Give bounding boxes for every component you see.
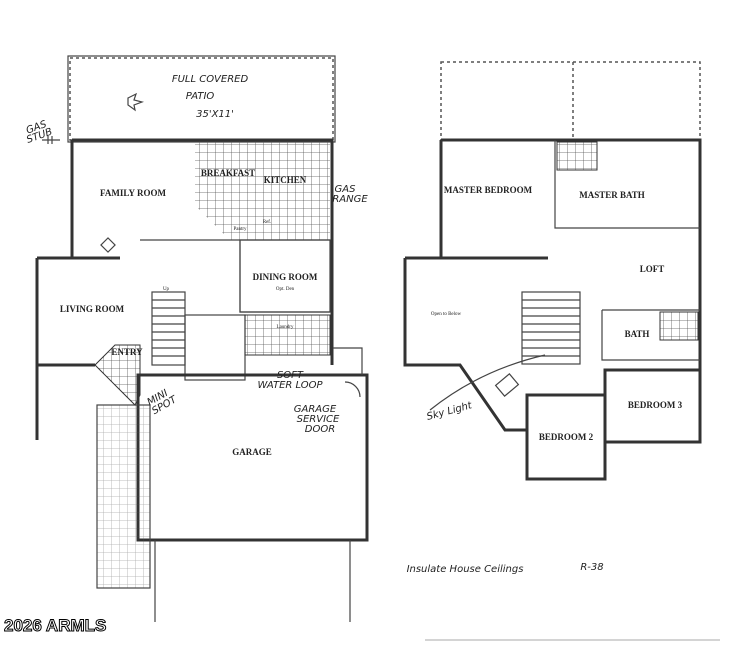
laundry — [244, 314, 331, 356]
laundry-label: Laundry — [277, 325, 294, 330]
driveway — [154, 540, 351, 622]
dining-room-label: DINING ROOM — [253, 272, 318, 282]
open-to-below-label: Open to Below — [431, 312, 462, 317]
soft-water-note-2: WATER LOOP — [257, 380, 323, 391]
insulation-note: Insulate House Ceilings — [407, 564, 524, 575]
family-room-label: FAMILY ROOM — [100, 188, 166, 198]
garage-label: GARAGE — [232, 447, 272, 457]
breakfast-label: BREAKFAST — [201, 168, 255, 178]
upper-deck — [440, 61, 701, 141]
entry-tile — [94, 344, 141, 406]
skylight-note: Sky Light — [426, 400, 475, 423]
master-bedroom-label: MASTER BEDROOM — [444, 185, 533, 195]
kitchen-tile — [195, 140, 330, 240]
soft-water-note: SOFT — [277, 370, 304, 381]
bedroom-2-label: BEDROOM 2 — [539, 432, 594, 442]
bedroom-3-label: BEDROOM 3 — [628, 400, 683, 410]
ceiling-fan-icon — [127, 92, 145, 112]
stairs — [151, 291, 186, 366]
master-bath-label: MASTER BATH — [579, 190, 645, 200]
gas-range-note-2: RANGE — [332, 194, 368, 205]
kitchen-label: KITCHEN — [264, 175, 307, 185]
bath-label: BATH — [625, 329, 650, 339]
fireplace-icon — [100, 237, 116, 253]
patio-size: 35'X11' — [196, 109, 234, 120]
dining-note: Opt. Den — [276, 287, 295, 292]
ref-label: Ref. — [263, 220, 271, 225]
watermark: 2026 ARMLS — [3, 616, 107, 636]
service-door-note-3: DOOR — [305, 424, 335, 435]
insulation-value: R-38 — [580, 562, 603, 573]
upper-stairs — [521, 291, 581, 365]
loft-label: LOFT — [640, 264, 665, 274]
service-door — [344, 381, 361, 398]
front-walk — [96, 404, 151, 589]
skylight-arc — [429, 354, 546, 411]
service-door-note: GARAGE — [294, 404, 337, 415]
entry-label: ENTRY — [111, 347, 143, 357]
gas-range-note: GAS — [335, 184, 357, 195]
service-door-note-2: SERVICE — [297, 414, 340, 425]
ground-floor-plan: FULL COVERED PATIO 35'X11' FAMILY ROOM B… — [25, 55, 369, 622]
upper-floor-plan: MASTER BEDROOM MASTER BATH LOFT Open to … — [403, 61, 702, 481]
patio-label: FULL COVERED — [172, 74, 249, 85]
up-label: Up — [163, 287, 170, 292]
living-room-label: LIVING ROOM — [60, 304, 125, 314]
patio-label-2: PATIO — [186, 91, 215, 102]
pantry-label: Pantry — [233, 227, 247, 232]
